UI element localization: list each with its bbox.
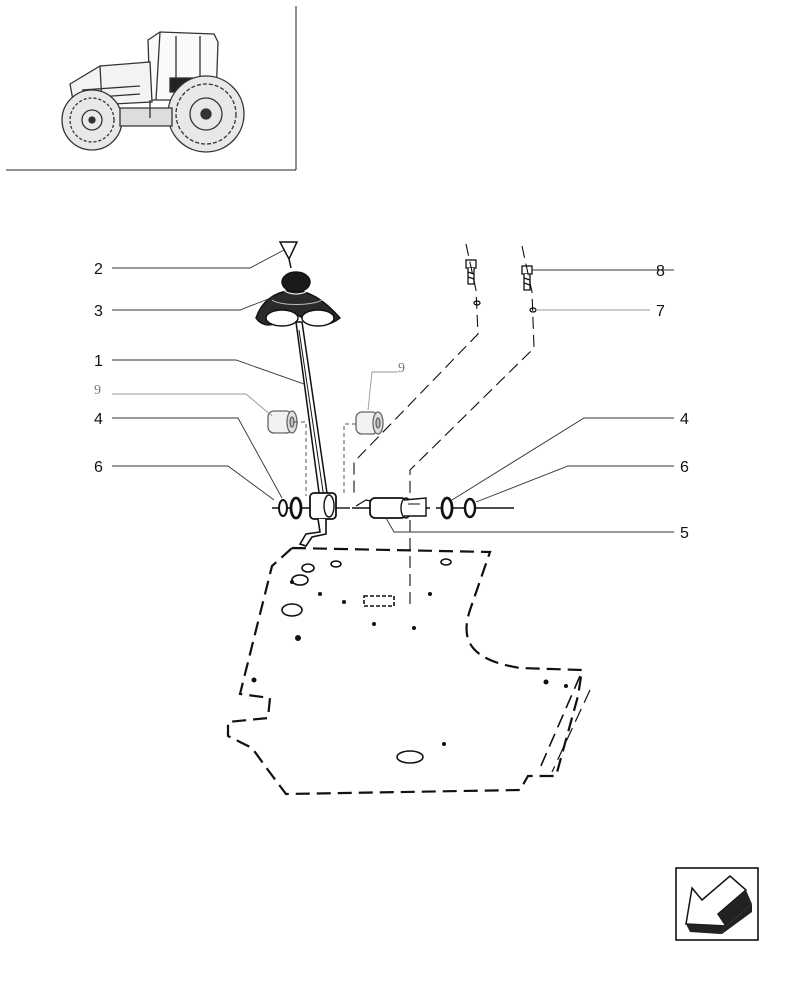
callout-5: 5 — [680, 525, 689, 542]
thumbnail-frame — [6, 6, 297, 171]
bush-left-part — [267, 410, 298, 434]
callout-6-right: 6 — [680, 459, 689, 476]
gear-lever-part — [295, 321, 337, 547]
callout-1: 1 — [94, 353, 103, 370]
bush-right-part — [355, 411, 384, 435]
floor-plate-holes — [281, 558, 452, 764]
callout-4-right: 4 — [680, 411, 689, 428]
tractor-thumbnail-icon — [61, 31, 245, 153]
callout-6-left: 6 — [94, 459, 103, 476]
back-arrow-icon[interactable] — [675, 867, 759, 941]
callouts: 2 3 1 9 4 6 9 8 7 4 6 5 — [94, 261, 689, 542]
callout-8: 8 — [656, 263, 665, 280]
oring-right-part — [440, 496, 454, 520]
callout-4-left: 4 — [94, 411, 103, 428]
floor-plate-dots — [251, 580, 568, 746]
gaiter-boot-part — [255, 271, 342, 327]
callout-9-left: 9 — [94, 383, 101, 398]
bolt-left-part — [465, 259, 477, 285]
bush-guide-lines — [294, 421, 356, 496]
floor-plate-outline — [226, 546, 591, 796]
oring-left-part — [289, 496, 303, 520]
bolt-guide-lines — [353, 243, 535, 608]
callout-3: 3 — [94, 303, 103, 320]
callout-2: 2 — [94, 261, 103, 278]
callout-7: 7 — [656, 303, 665, 320]
callout-9-top: 9 — [398, 361, 405, 376]
pivot-pin-part — [352, 497, 430, 519]
washer-left-part — [278, 499, 288, 517]
washer-right-part — [463, 497, 477, 519]
leader-lines — [112, 249, 674, 533]
gear-knob-part — [278, 241, 299, 269]
